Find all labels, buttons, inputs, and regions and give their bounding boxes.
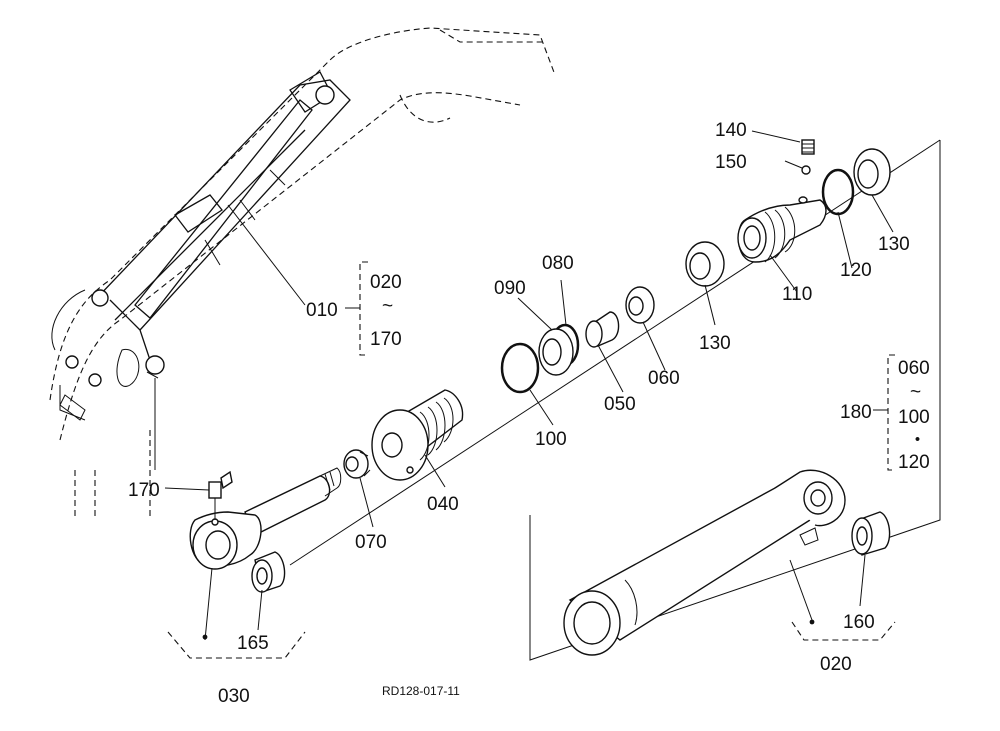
label-080: 080 [542,253,574,274]
boom-arm-outline [49,27,556,520]
part-060-bushing [625,286,655,324]
label-range-tilde-2: ~ [910,382,921,403]
label-060: 060 [648,368,680,389]
part-120-oring [821,168,855,216]
label-160: 160 [843,612,875,633]
part-070-nut [343,449,371,479]
label-100: 100 [535,429,567,450]
part-150-ball [801,165,811,175]
part-040-cylinder-head [371,389,464,481]
rod-end-eye [189,511,262,570]
label-170-fitting: 170 [128,480,160,501]
label-140: 140 [715,120,747,141]
label-165: 165 [237,633,269,654]
label-range-tilde-1: ~ [382,296,393,317]
label-060-range-start: 060 [898,358,930,379]
label-020-range-start: 020 [370,272,402,293]
label-100-range: 100 [898,407,930,428]
label-180: 180 [840,402,872,423]
label-110: 110 [782,284,812,305]
part-130-ring-middle [685,241,725,287]
label-040: 040 [427,494,459,515]
label-130-mid: 130 [699,333,731,354]
part-090-seal [538,328,574,376]
part-170-grease-fitting [208,470,233,520]
piston-rod [244,467,342,536]
label-050: 050 [604,394,636,415]
label-070: 070 [355,532,387,553]
label-150: 150 [715,152,747,173]
part-130-ring-right [853,148,891,196]
label-090: 090 [494,278,526,299]
label-range-dot: ・ [908,430,927,451]
part-160-bushing [851,511,891,556]
cylinder-tube [563,469,846,656]
part-110-piston [737,196,827,263]
drawing-reference-number: RD128-017-11 [382,684,460,698]
label-120-range: 120 [898,452,930,473]
label-120: 120 [840,260,872,281]
part-050-collar [585,311,620,348]
label-170-range-end: 170 [370,329,402,350]
label-030: 030 [218,686,250,707]
label-010: 010 [306,300,338,321]
part-165-bushing [251,551,286,593]
part-140-setscrew [801,139,815,155]
part-100-oring [500,342,540,394]
label-020-tube: 020 [820,654,852,675]
label-130-right: 130 [878,234,910,255]
